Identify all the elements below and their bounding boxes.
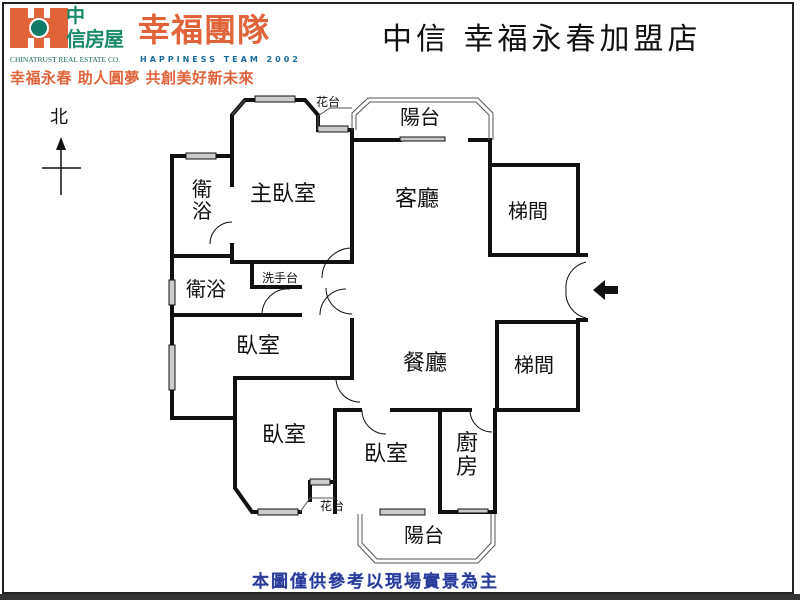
room-master-bedroom: 主臥室 [250,182,317,207]
room-wash-basin: 洗手台 [262,271,299,285]
room-planter-south: 花台 [320,499,345,513]
room-balcony-north: 陽台 [400,105,440,129]
slogan: 幸福永春 助人圓夢 共創美好新未來 [10,69,254,87]
brand-name-line2: 信房屋 [66,27,124,51]
brand-name-line1: 中 [66,5,86,27]
room-planter-north: 花台 [316,95,341,109]
frame-shadow [0,594,800,600]
entrance-arrow-icon [593,280,618,300]
disclaimer: 本圖僅供參考以現場實景為主 [252,572,499,592]
team-name-en: HAPPINESS TEAM 2002 [140,55,301,64]
room-stairwell-1: 梯間 [508,199,548,223]
logo-mark [10,8,68,48]
room-balcony-south: 陽台 [404,523,444,547]
store-title-box [370,2,794,68]
page-frame [2,2,794,594]
store-title: 中信 幸福永春加盟店 [382,22,702,57]
room-bedroom-3: 臥室 [364,442,409,467]
room-kitchen: 廚房 [455,431,478,481]
team-name-cn: 幸福團隊 [138,11,271,49]
north-label: 北 [50,107,68,128]
room-bedroom-2: 臥室 [262,423,307,448]
room-dining: 餐廳 [403,351,448,376]
room-stairwell-2: 梯間 [514,353,554,377]
north-arrow-icon [42,137,81,195]
room-bathroom-1: 衛浴 [192,177,212,223]
globe-icon [29,18,49,38]
room-living: 客廳 [395,187,440,212]
room-bedroom-1: 臥室 [236,334,281,359]
brand-english-name: CHINATRUST REAL ESTATE CO. [10,55,121,64]
room-bathroom-2: 衛浴 [186,277,226,301]
